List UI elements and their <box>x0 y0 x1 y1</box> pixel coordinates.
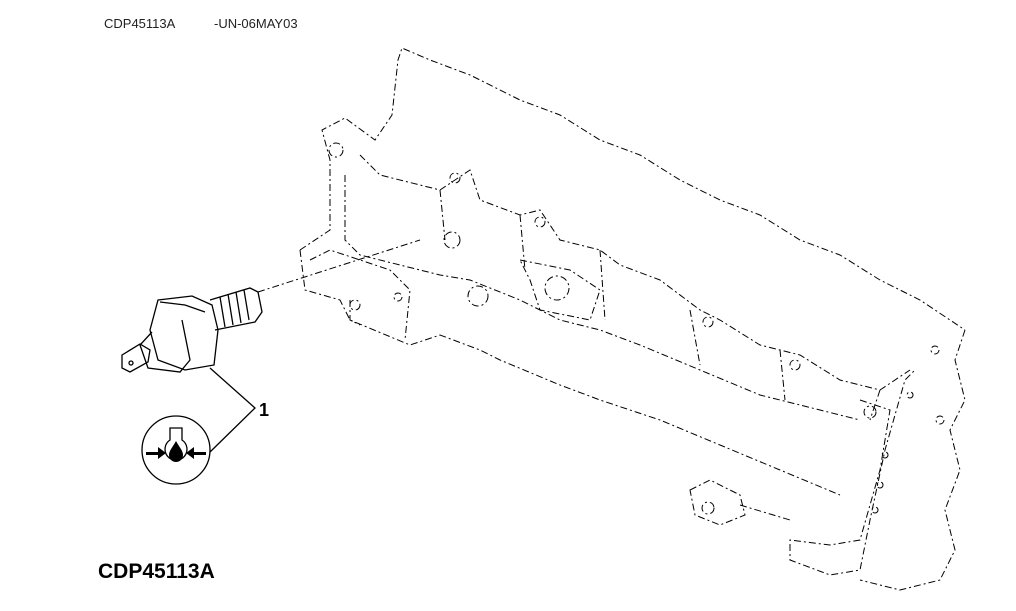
header-code: CDP45113A <box>104 16 176 31</box>
callout-number: 1 <box>259 400 270 420</box>
oil-pressure-sender <box>121 287 263 373</box>
oil-pressure-symbol-icon <box>141 415 211 485</box>
engine-block-outline <box>257 47 966 591</box>
figure-label: CDP45113A <box>98 560 215 583</box>
header-date-stamp: -UN-06MAY03 <box>214 16 298 31</box>
callout-leader-line <box>209 367 256 453</box>
